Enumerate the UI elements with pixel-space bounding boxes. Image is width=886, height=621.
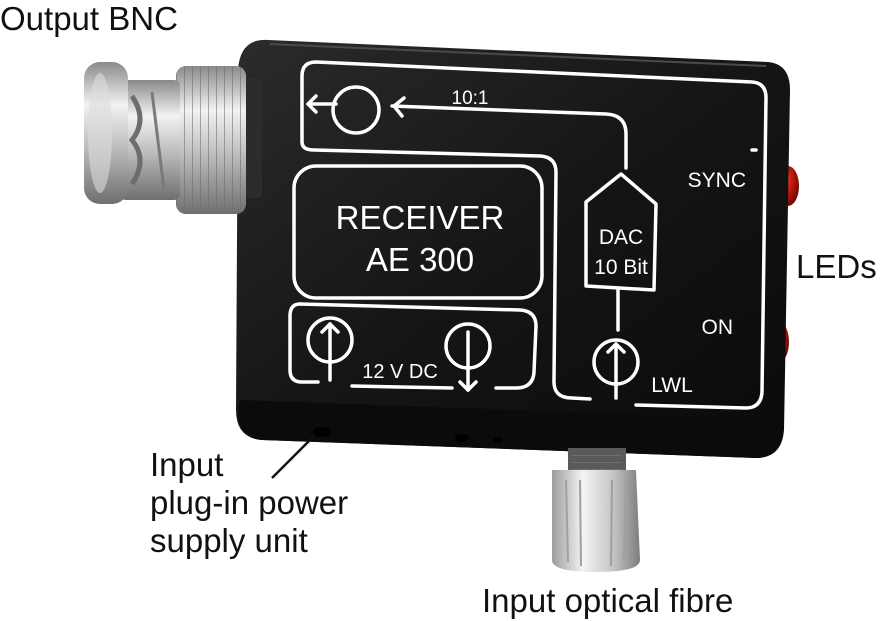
- dac-bits-label: 10 Bit: [594, 256, 648, 279]
- dac-label: DAC: [599, 226, 643, 249]
- front-panel-print: [288, 60, 768, 410]
- power-input-jack: [313, 427, 331, 437]
- bnc-connector: [84, 62, 262, 214]
- ratio-label: 10:1: [452, 88, 489, 109]
- power-input-callout-line2: plug-in power: [150, 484, 349, 521]
- fibre-connector: [552, 448, 640, 572]
- power-input-callout-line1: Input: [150, 446, 224, 483]
- receiver-label: RECEIVER: [336, 199, 505, 236]
- power-label: 12 V DC: [362, 361, 438, 383]
- fibre-input-callout: Input optical fibre: [482, 582, 734, 619]
- lwl-label: LWL: [651, 374, 693, 397]
- receiver-housing: [236, 39, 790, 458]
- leds-callout: LEDs: [796, 248, 877, 285]
- on-label: ON: [702, 316, 734, 339]
- power-callout-pointer: [271, 437, 313, 479]
- power-input-callout: Input plug-in power supply unit: [150, 446, 348, 560]
- model-label: AE 300: [366, 241, 474, 278]
- sync-label: SYNC: [688, 169, 746, 192]
- power-input-callout-line3: supply unit: [150, 522, 308, 559]
- output-bnc-callout: Output BNC: [0, 0, 178, 37]
